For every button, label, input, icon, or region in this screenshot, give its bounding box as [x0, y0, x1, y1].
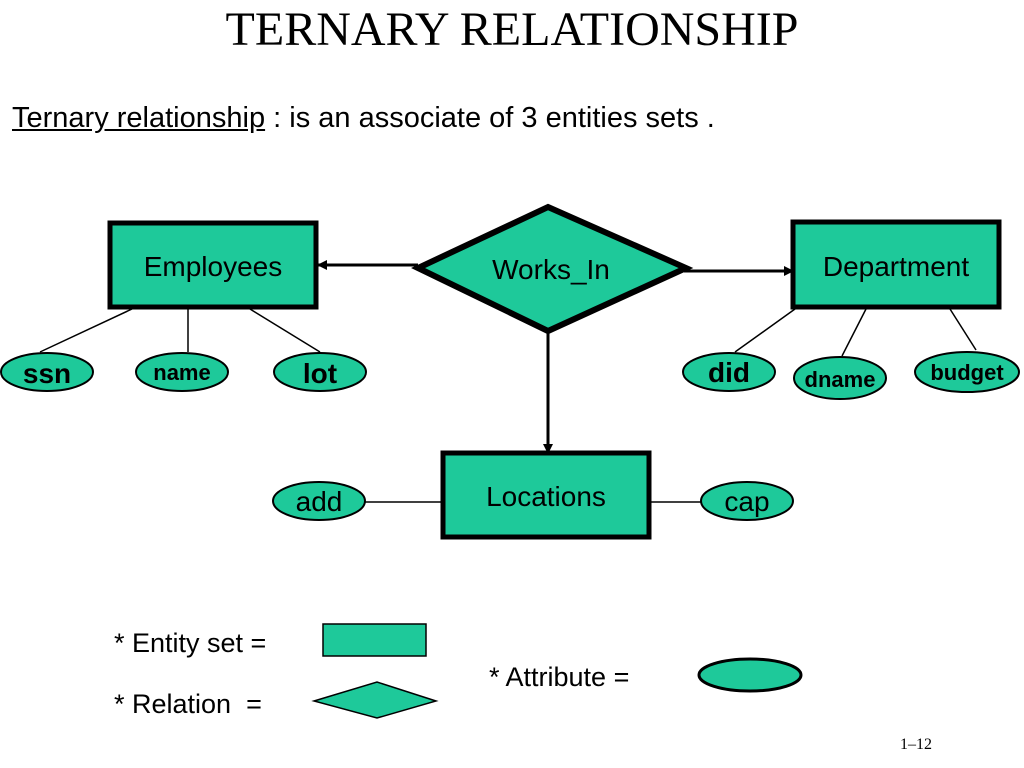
definition-term: Ternary relationship: [12, 102, 266, 134]
department-dname-line: [841, 308, 867, 357]
department-did-line: [734, 308, 796, 353]
attribute-budget: budget: [914, 351, 1020, 393]
definition-text: Ternary relationship : is an associate o…: [12, 102, 715, 135]
attribute-lot: lot: [273, 352, 367, 392]
relationship-works-in: Works_In: [411, 203, 694, 335]
legend-attribute-shape: [697, 657, 803, 693]
employees-lot-line: [249, 308, 321, 353]
attribute-cap: cap: [700, 481, 794, 521]
attribute-budget-label: budget: [930, 360, 1004, 385]
slide-number: 1–12: [900, 736, 932, 753]
entity-locations-label: Locations: [486, 481, 606, 512]
department-budget-line: [949, 308, 977, 351]
attribute-name-label: name: [153, 360, 210, 385]
entity-department-label: Department: [823, 251, 970, 282]
attribute-name: name: [135, 352, 229, 392]
legend-relation-label: * Relation =: [114, 689, 262, 719]
relationship-works-in-label: Works_In: [492, 254, 610, 285]
entity-locations: Locations: [440, 450, 652, 540]
attribute-cap-label: cap: [724, 486, 769, 517]
attribute-did: did: [682, 352, 776, 392]
attribute-ssn-label: ssn: [23, 358, 71, 389]
attribute-dname-label: dname: [805, 367, 876, 392]
legend-relation-shape: [311, 681, 439, 719]
attribute-ssn: ssn: [0, 352, 94, 392]
legend: * Entity set = * Relation = * Attribute …: [114, 623, 803, 719]
attribute-did-label: did: [708, 357, 750, 388]
legend-entity-set-label: * Entity set =: [114, 628, 266, 658]
entity-department: Department: [790, 219, 1002, 310]
attribute-dname: dname: [793, 356, 887, 400]
legend-entity-set-shape: [322, 623, 427, 657]
employees-ssn-line: [39, 308, 133, 353]
attribute-add: add: [272, 481, 366, 521]
attribute-add-label: add: [296, 486, 343, 517]
legend-attribute-label: * Attribute =: [489, 662, 629, 692]
attribute-lot-label: lot: [303, 358, 337, 389]
definition-body: : is an associate of 3 entities sets .: [265, 102, 715, 134]
entity-employees-label: Employees: [144, 251, 283, 282]
entity-employees: Employees: [107, 220, 319, 310]
slide-title: TERNARY RELATIONSHIP: [225, 3, 799, 56]
